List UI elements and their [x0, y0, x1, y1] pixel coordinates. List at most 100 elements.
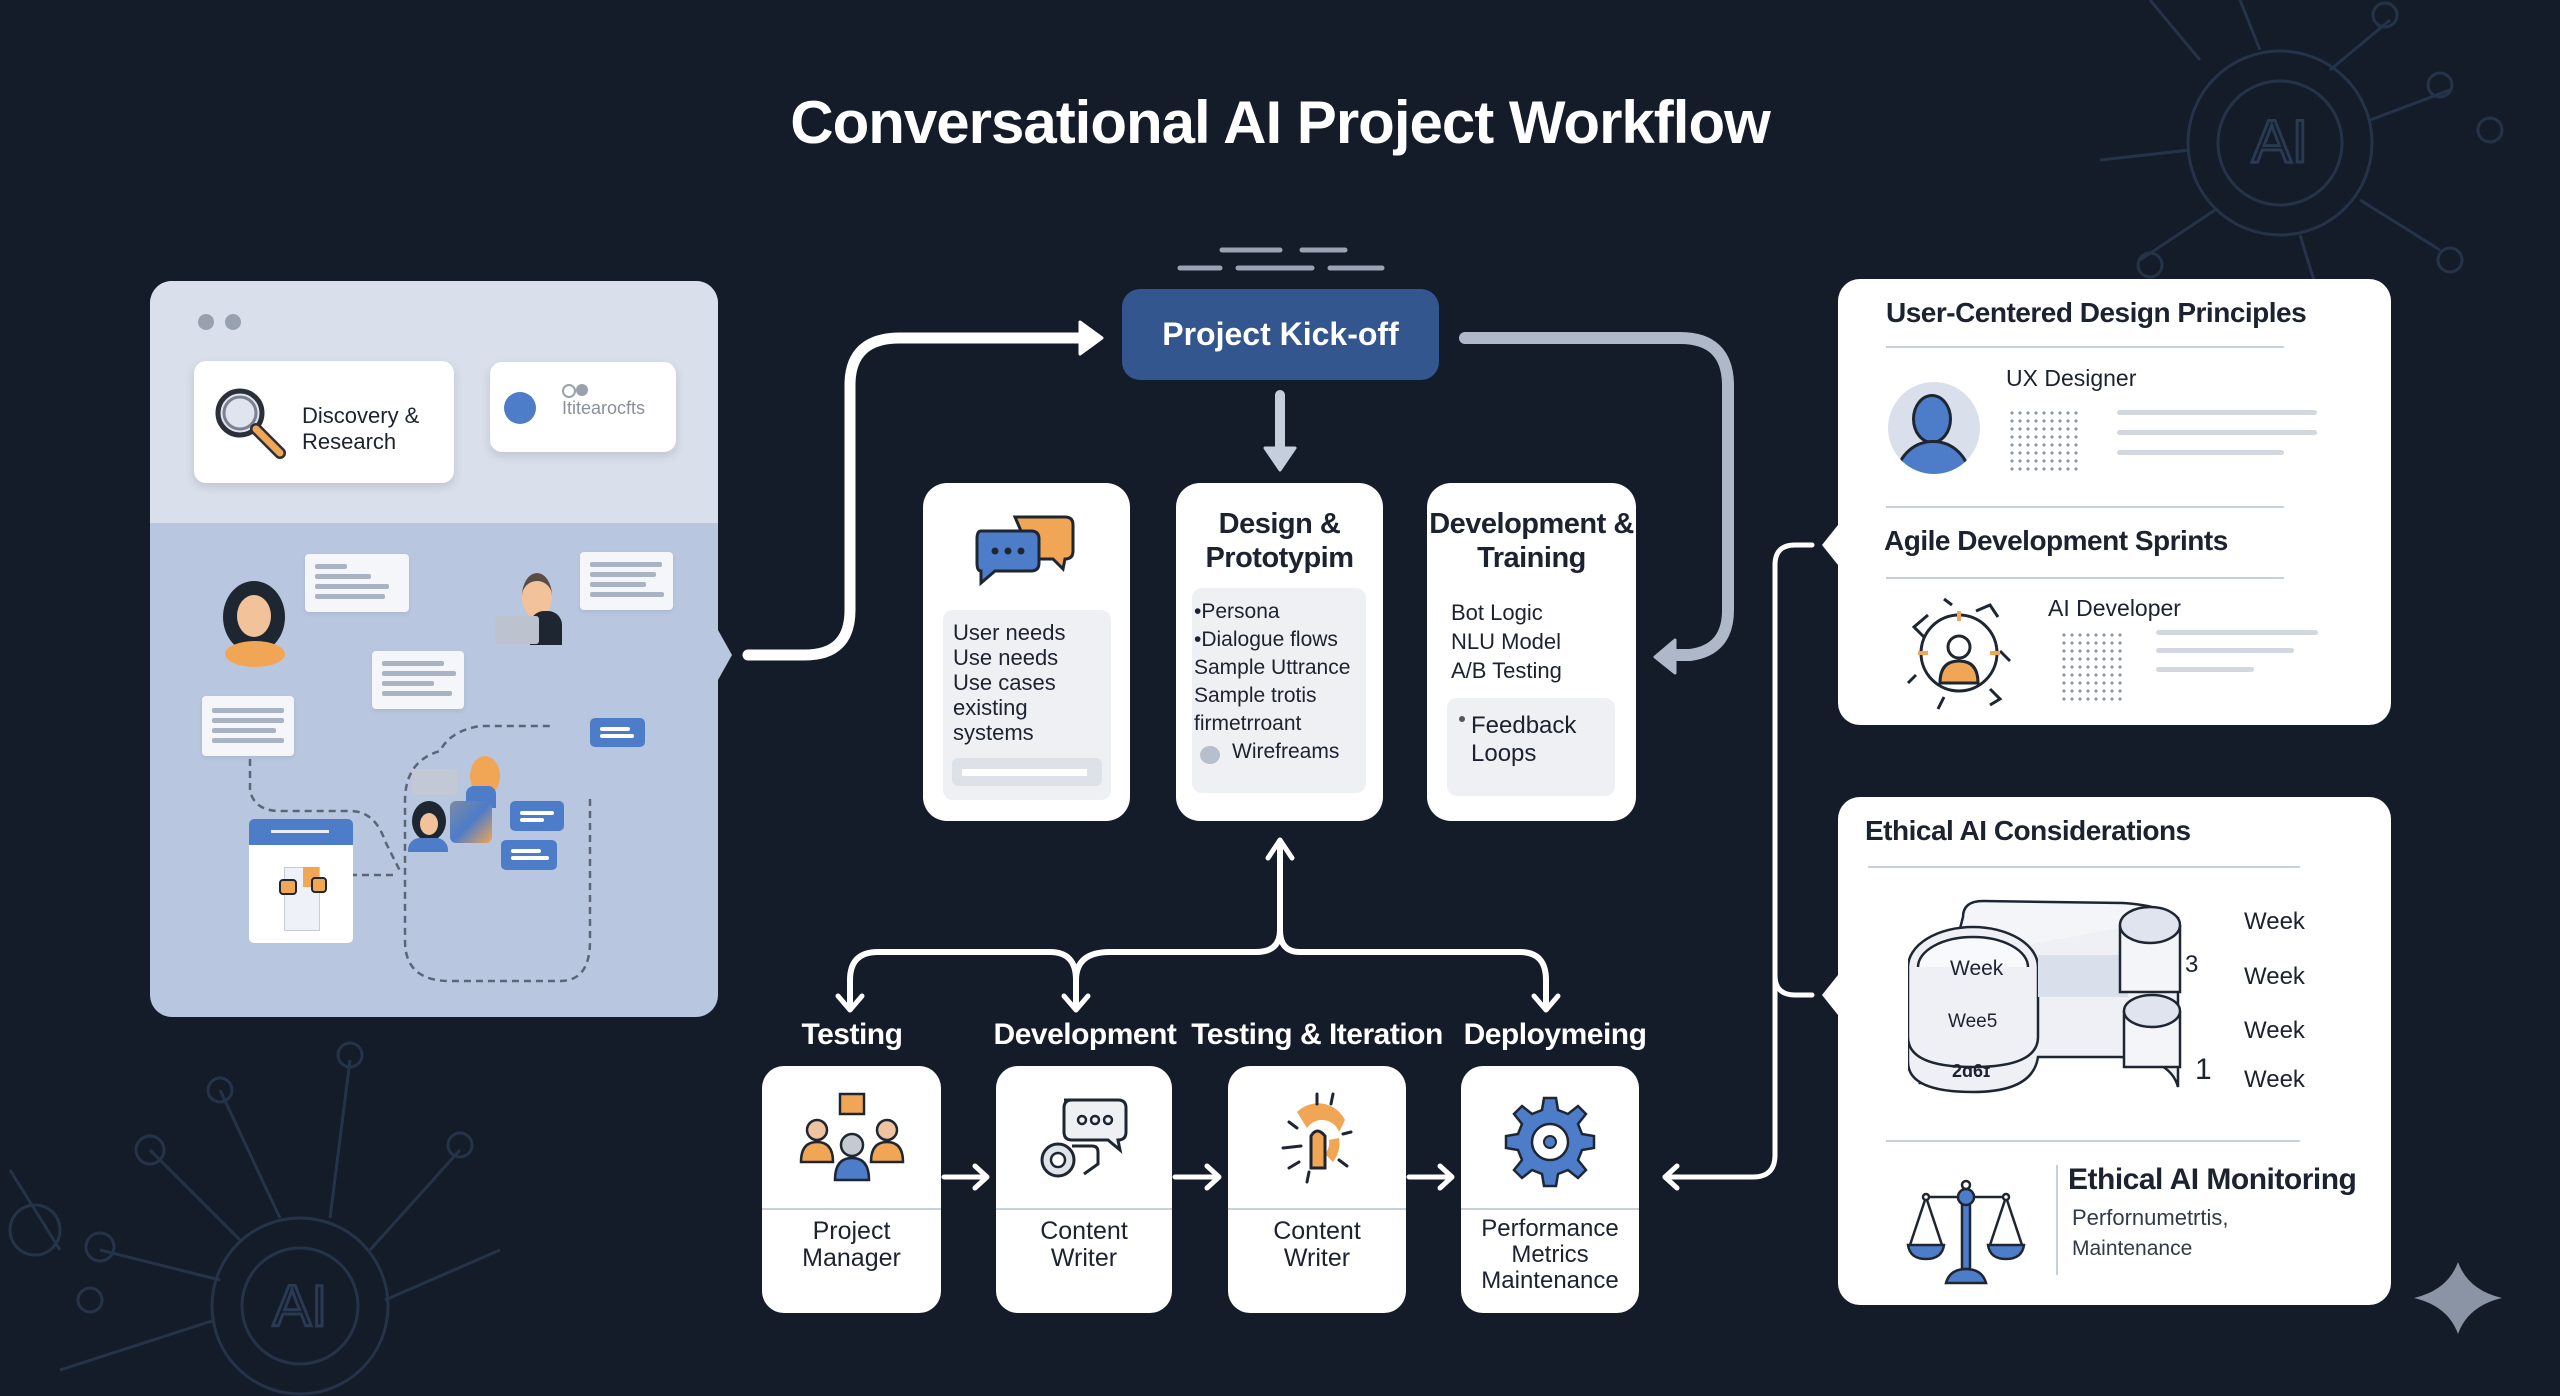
stage-role-line: Metrics: [1511, 1241, 1589, 1268]
list-item: existing: [953, 695, 1028, 720]
divider: [1868, 866, 2300, 868]
card-title-line: Design &: [1218, 508, 1341, 540]
wireframe-icon: [1200, 746, 1220, 764]
ux-pattern-icon: [2008, 409, 2078, 473]
placeholder-line: [2156, 667, 2254, 672]
project-kickoff-button[interactable]: Project Kick-off: [1122, 289, 1439, 380]
stage-divider: [762, 1208, 941, 1210]
discovery-card[interactable]: Discovery & Research: [194, 361, 454, 483]
card-title: Development & Training: [1427, 507, 1636, 575]
placeholder-line: [2117, 410, 2317, 415]
development-list: Bot Logic NLU Model A/B Testing: [1451, 598, 1562, 685]
stage-label: Testing & Iteration: [1191, 1018, 1443, 1051]
input-placeholder-bar: [952, 758, 1102, 786]
list-item: systems: [953, 720, 1034, 745]
list-item: firmetrroant: [1194, 712, 1302, 735]
discovery-panel: Discovery & Research Ititearocfts: [150, 281, 718, 1017]
window-dot: [198, 314, 214, 330]
monitoring-text: Perfornumetrtis,: [2072, 1205, 2229, 1230]
list-item: Feedback: [1471, 712, 1577, 739]
idea-bulb-icon: [1281, 1092, 1353, 1184]
card-title-line: Training: [1477, 542, 1586, 574]
stage-box-development[interactable]: Content Writer: [996, 1066, 1172, 1313]
list-item: NLU Model: [1451, 629, 1562, 654]
stage-divider: [1461, 1208, 1639, 1210]
stage-divider: [1228, 1208, 1406, 1210]
user-avatar-body: [225, 641, 285, 667]
chat-bubble-blue: [501, 840, 557, 870]
stage-box-deployment[interactable]: Performance Metrics Maintenance: [1461, 1066, 1639, 1313]
list-item: •Persona: [1194, 600, 1280, 623]
design-prototyping-card[interactable]: Design & Prototypim •Persona •Dialogue f…: [1176, 483, 1383, 821]
stage-role-line: Maintenance: [1481, 1267, 1619, 1294]
stage-role: Project Manager: [762, 1218, 941, 1272]
arrowhead-branch-3: [1531, 993, 1561, 1013]
list-item: Bot Logic: [1451, 600, 1543, 625]
stage-role-line: Manager: [802, 1244, 901, 1272]
list-item: Wirefreams: [1232, 740, 1340, 763]
team-meeting-icon: [799, 1092, 904, 1182]
arrowhead-branch-1: [835, 993, 865, 1013]
section-heading: Agile Development Sprints: [1884, 525, 2228, 556]
requirements-list-box: User needs Use needs Use cases existing …: [943, 610, 1111, 800]
chat-bubble: [202, 696, 294, 756]
week-label: Week: [2244, 1017, 2305, 1044]
sprint-label: Wee5: [1948, 1011, 1998, 1032]
status-dot-icon: [576, 384, 588, 396]
dashed-connections: [248, 724, 592, 983]
connector-right-bracket: [1662, 542, 1815, 1180]
development-training-card[interactable]: Development & Training Bot Logic NLU Mod…: [1427, 483, 1636, 821]
stage-role-line: Writer: [1283, 1244, 1351, 1272]
stage-role-line: Content: [1273, 1217, 1361, 1245]
chat-bubble: [495, 616, 539, 644]
list-item: User needs: [953, 620, 1066, 645]
week-label: Week: [2244, 908, 2305, 935]
arrowhead-branch-2: [1061, 993, 1091, 1013]
message-avatar-icon: [504, 392, 536, 424]
sparkle-icon: [2414, 1262, 2502, 1334]
arrowhead-kickoff: [1078, 320, 1104, 356]
document-card: [249, 819, 353, 943]
stage-role: Performance Metrics Maintenance: [1461, 1216, 1639, 1294]
arrowhead-right-bracket: [1662, 1163, 1680, 1191]
sprint-number: 1: [2195, 1053, 2212, 1086]
kickoff-deco-lines: [1177, 247, 1385, 271]
monitoring-title: Ethical AI Monitoring: [2068, 1163, 2357, 1196]
chat-writer-icon: [1040, 1098, 1128, 1178]
design-list-box: •Persona •Dialogue flows Sample Uttrance…: [1192, 588, 1366, 793]
discovery-label-line: Research: [302, 429, 397, 454]
message-card[interactable]: Ititearocfts: [490, 362, 676, 452]
feedback-loops-box: Feedback Loops: [1447, 698, 1615, 796]
connector-left-to-kickoff: [742, 332, 1086, 661]
role-label: AI Developer: [2048, 595, 2181, 621]
list-item: Sample trotis: [1194, 684, 1317, 707]
stage-role: Content Writer: [996, 1218, 1172, 1272]
message-label: Ititearocfts: [562, 398, 646, 418]
right-panel-bottom-notch: [1822, 975, 1838, 1015]
arrowhead-up: [1265, 837, 1295, 861]
vertical-divider: [2056, 1165, 2058, 1275]
chat-bubbles-icon: [975, 515, 1075, 587]
card-title-line: Prototypim: [1205, 542, 1354, 574]
connector-kickoff-to-dev: [1459, 332, 1734, 661]
sprint-timeline-diagram: [1908, 899, 2182, 1094]
ai-badge-bottom-left: [8, 1041, 501, 1396]
divider: [1886, 1140, 2300, 1142]
placeholder-line: [2156, 630, 2318, 635]
chat-bubble: [372, 651, 464, 709]
sprint-number: 3: [2185, 951, 2199, 978]
list-item: Loops: [1471, 740, 1537, 767]
role-label: UX Designer: [2006, 365, 2137, 391]
ai-badge-text-bottom: AI: [273, 1274, 328, 1339]
requirements-card[interactable]: User needs Use needs Use cases existing …: [923, 483, 1130, 821]
stage-label: Deploymeing: [1463, 1018, 1647, 1051]
stage-box-testing[interactable]: Project Manager: [762, 1066, 941, 1313]
sprint-label: 2ɑ6ɪ: [1952, 1061, 1991, 1081]
gear-icon: [1504, 1096, 1596, 1188]
connector-branch: [847, 839, 1549, 1008]
stage-box-testing-iteration[interactable]: Content Writer: [1228, 1066, 1406, 1313]
divider: [1886, 506, 2284, 508]
stage-role: Content Writer: [1228, 1218, 1406, 1272]
chat-bubble-blue: [510, 801, 564, 831]
